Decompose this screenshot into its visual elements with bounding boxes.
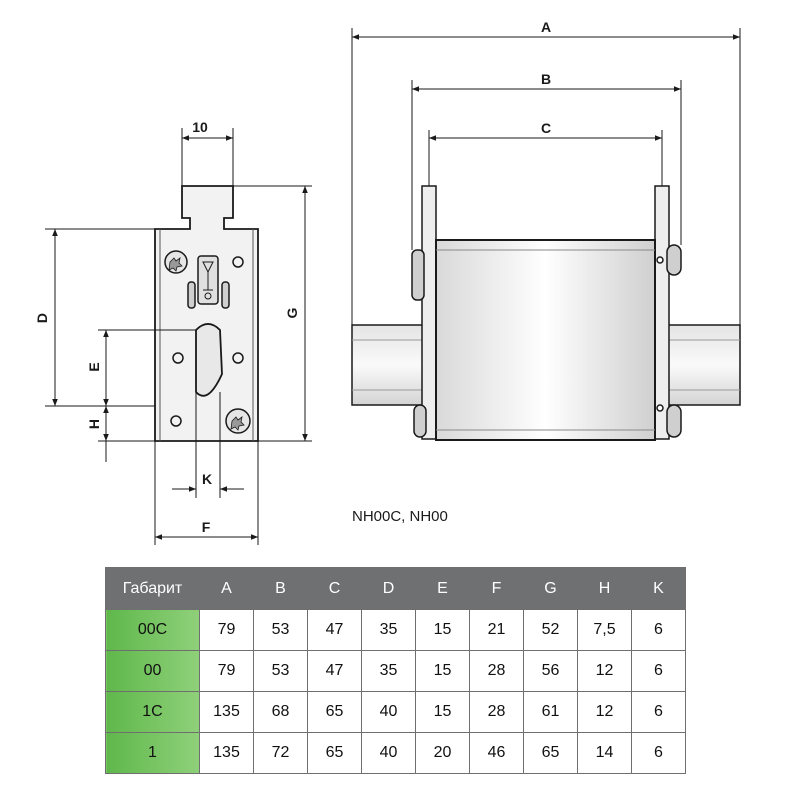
table-cell: 28 xyxy=(469,691,524,733)
fuse-technical-drawing: 10 D E H G K F xyxy=(34,19,741,545)
table-cell: 6 xyxy=(631,650,686,692)
table-cell-size: 1C xyxy=(105,691,200,733)
dim-label-b: B xyxy=(541,71,551,87)
table-header-cell: A xyxy=(199,567,254,610)
front-view xyxy=(351,185,741,441)
table-cell: 12 xyxy=(577,650,632,692)
table-cell: 6 xyxy=(631,732,686,774)
table-cell: 79 xyxy=(199,609,254,651)
hole-icon xyxy=(656,256,664,264)
table-header-cell: B xyxy=(253,567,308,610)
table-cell: 47 xyxy=(307,609,362,651)
fuse-body xyxy=(435,239,656,441)
end-plate-right xyxy=(654,185,670,440)
table-cell: 53 xyxy=(253,609,308,651)
dim-label-e: E xyxy=(86,362,102,371)
table-cell-size: 00 xyxy=(105,650,200,692)
table-cell: 61 xyxy=(523,691,578,733)
table-cell: 6 xyxy=(631,691,686,733)
table-cell: 7,5 xyxy=(577,609,632,651)
table-header-cell: F xyxy=(469,567,524,610)
table-cell: 135 xyxy=(199,691,254,733)
table-cell: 35 xyxy=(361,609,416,651)
dim-label-d: D xyxy=(34,313,50,323)
hole-icon xyxy=(170,415,182,427)
table-cell: 52 xyxy=(523,609,578,651)
table-header-cell: H xyxy=(577,567,632,610)
model-caption: NH00C, NH00 xyxy=(352,508,448,525)
table-cell: 72 xyxy=(253,732,308,774)
dim-label-k: K xyxy=(202,471,212,487)
hole-icon xyxy=(232,256,244,268)
table-cell: 68 xyxy=(253,691,308,733)
table-cell: 15 xyxy=(415,650,470,692)
dim-label-c: C xyxy=(541,120,551,136)
table-header-cell: G xyxy=(523,567,578,610)
end-plate-left xyxy=(421,185,437,440)
hole-icon xyxy=(172,352,184,364)
table-header-cell: D xyxy=(361,567,416,610)
table-cell: 135 xyxy=(199,732,254,774)
grip-slot xyxy=(195,323,223,397)
hole-icon xyxy=(232,352,244,364)
dim-label-h: H xyxy=(86,419,102,429)
side-view-body xyxy=(154,185,259,442)
dim-label-10: 10 xyxy=(192,119,208,135)
table-row: 00C 79 53 47 35 15 21 52 7,5 6 xyxy=(105,609,686,651)
table-cell-size: 00C xyxy=(105,609,200,651)
table-cell: 79 xyxy=(199,650,254,692)
table-cell: 65 xyxy=(307,732,362,774)
table-header-cell: C xyxy=(307,567,362,610)
table-cell: 14 xyxy=(577,732,632,774)
table-row: 1 135 72 65 40 20 46 65 14 6 xyxy=(105,732,686,774)
dimensions-table: Габарит A B C D E F G H K 00C 79 53 47 3… xyxy=(105,567,686,774)
table-cell: 15 xyxy=(415,691,470,733)
side-view xyxy=(154,185,259,442)
table-cell: 21 xyxy=(469,609,524,651)
table-cell-size: 1 xyxy=(105,732,200,774)
table-header-cell: Габарит xyxy=(105,567,200,610)
table-cell: 20 xyxy=(415,732,470,774)
table-cell: 40 xyxy=(361,691,416,733)
table-cell: 15 xyxy=(415,609,470,651)
table-cell: 56 xyxy=(523,650,578,692)
table-cell: 12 xyxy=(577,691,632,733)
table-cell: 65 xyxy=(523,732,578,774)
table-row: 00 79 53 47 35 15 28 56 12 6 xyxy=(105,650,686,692)
dim-label-a: A xyxy=(541,19,551,35)
table-cell: 53 xyxy=(253,650,308,692)
table-cell: 47 xyxy=(307,650,362,692)
table-row: 1C 135 68 65 40 15 28 61 12 6 xyxy=(105,691,686,733)
contact-blade-right xyxy=(659,324,741,406)
table-header-cell: E xyxy=(415,567,470,610)
table-cell: 65 xyxy=(307,691,362,733)
hole-icon xyxy=(656,404,664,412)
dim-label-f: F xyxy=(202,519,211,535)
table-cell: 35 xyxy=(361,650,416,692)
table-cell: 6 xyxy=(631,609,686,651)
table-cell: 28 xyxy=(469,650,524,692)
table-cell: 46 xyxy=(469,732,524,774)
table-header-cell: K xyxy=(631,567,686,610)
table-cell: 40 xyxy=(361,732,416,774)
table-header-row: Габарит A B C D E F G H K xyxy=(105,567,686,610)
contact-blade-left xyxy=(351,324,431,406)
dim-label-g: G xyxy=(284,307,300,318)
